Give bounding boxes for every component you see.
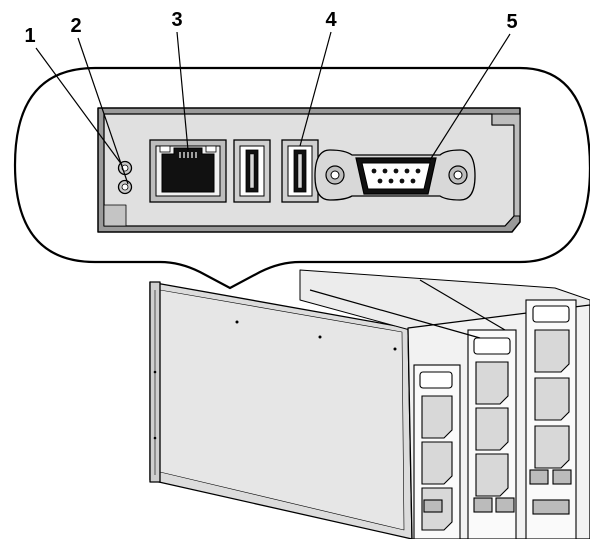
blade-column-1 (413, 364, 461, 539)
leader-5 (429, 33, 511, 161)
leader-3 (176, 31, 189, 151)
thumbscrew-icon (448, 165, 468, 185)
blade-column-2 (467, 329, 517, 539)
chassis-rivets (153, 320, 397, 440)
leader-2 (77, 37, 129, 185)
usb-port-icon (233, 139, 271, 203)
thumbscrew-icon (325, 165, 345, 185)
callout-number-5: 5 (506, 11, 517, 33)
db9-serial-port-icon (314, 149, 476, 201)
blade-modules (413, 299, 577, 539)
callout-number-1: 1 (24, 25, 35, 47)
usb-port-icon (281, 139, 319, 203)
blade-chassis (149, 269, 590, 539)
blade-column-3 (525, 299, 577, 539)
callout-number-2: 2 (70, 15, 81, 37)
callout-numbers: 1 2 3 4 5 (24, 9, 517, 47)
callout-number-3: 3 (171, 9, 182, 31)
leader-1 (35, 47, 123, 166)
callout-number-4: 4 (325, 9, 337, 31)
rj45-port-icon (149, 139, 227, 203)
chassis-side-shade (159, 289, 405, 531)
callout-leaders (35, 31, 511, 185)
magnified-bubble (13, 66, 590, 290)
leader-4 (299, 31, 332, 147)
zoom-connector-lines (309, 279, 506, 339)
